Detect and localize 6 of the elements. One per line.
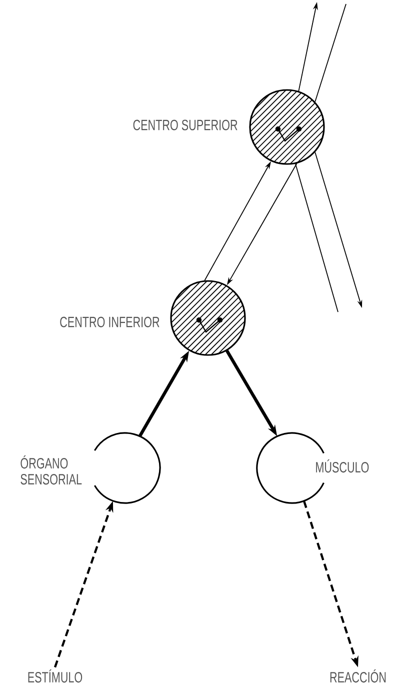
node-label: REACCIÓN	[330, 669, 386, 683]
node-label: MÚSCULO	[316, 459, 369, 473]
node-label: CENTRO SUPERIOR	[133, 120, 238, 130]
node-label: ESTÍMULO	[28, 669, 82, 683]
node-label: CENTRO INFERIOR	[60, 316, 160, 328]
node-label: ÓRGANO SENSORIAL	[20, 455, 82, 485]
